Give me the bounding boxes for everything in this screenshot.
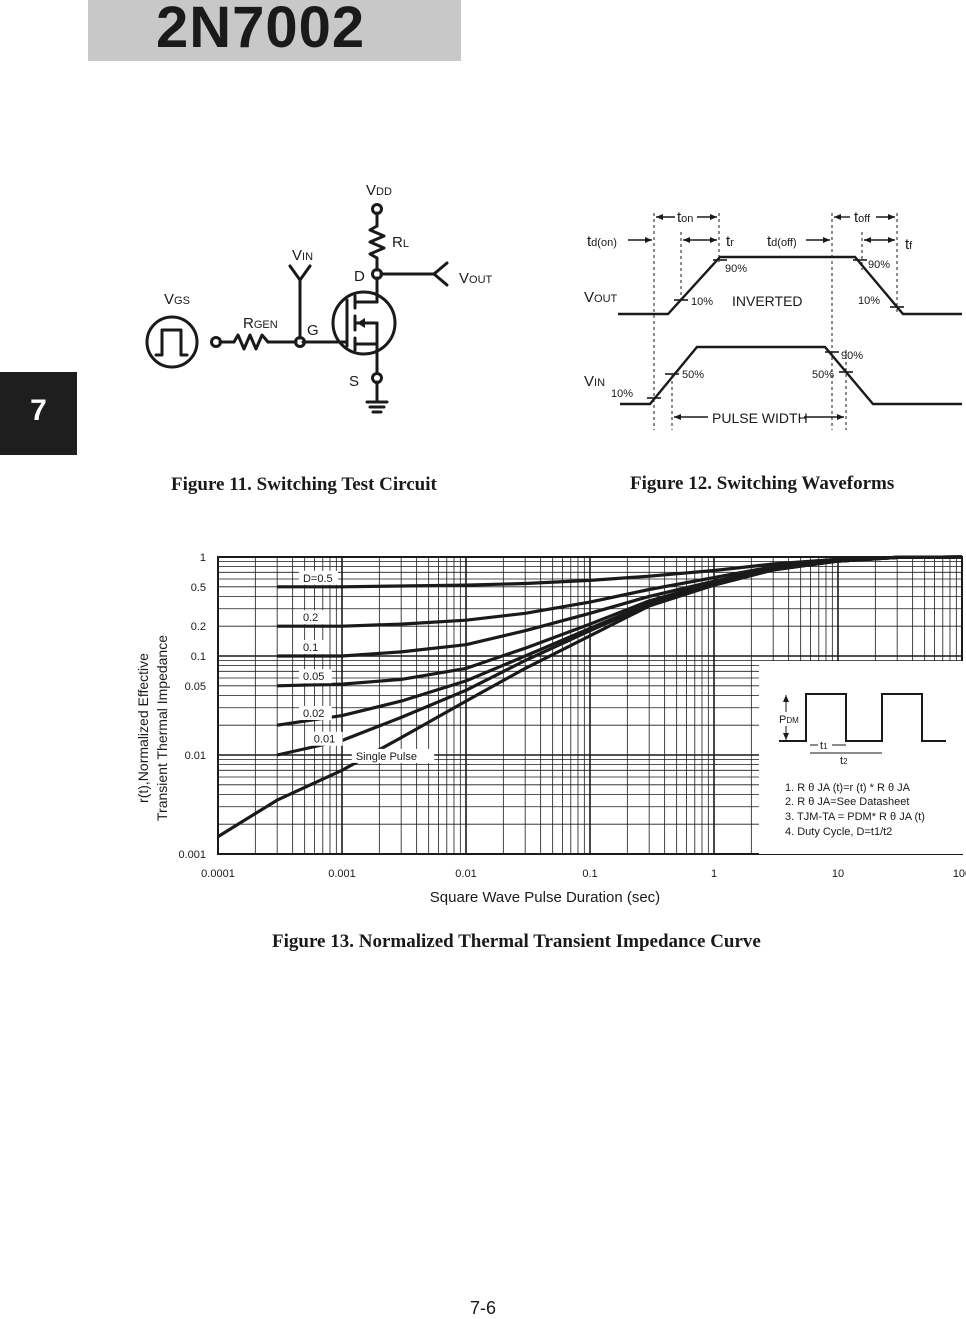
svg-text:10%: 10% [691,296,713,308]
x-tick-label: 0.001 [328,868,356,880]
svg-text:VOUT: VOUT [584,289,618,306]
svg-text:toff: toff [854,209,871,226]
figure-12-caption: Figure 12. Switching Waveforms [630,473,895,494]
inset-note: 3. TJM-TA = PDM* R θ JA (t) [785,811,925,823]
series-label-bg [298,705,332,720]
svg-text:90%: 90% [725,263,747,275]
series-label: 0.01 [314,734,335,746]
svg-text:t2: t2 [840,755,848,767]
x-tick-label: 0.1 [582,868,597,880]
pulse-source-symbol [145,315,199,369]
svg-text:ton: ton [677,209,693,226]
series-label: Single Pulse [356,751,417,763]
x-tick-label: 100 [953,868,966,880]
series-label: D=0.5 [303,573,333,585]
svg-text:tf: tf [905,236,913,253]
svg-text:td(off): td(off) [767,233,797,250]
page-number: 7-6 [469,1298,496,1318]
series-label-bg [309,731,343,746]
load-resistor [368,224,386,260]
inset-pulse-train [779,693,946,742]
svg-text:tr: tr [726,233,734,250]
x-tick-label: 10 [832,868,844,880]
svg-text:VIN: VIN [292,247,313,264]
svg-text:VOUT: VOUT [459,270,493,287]
series-label-bg [298,610,326,625]
svg-text:50%: 50% [812,369,834,381]
inset-note: 4. Duty Cycle, D=t1/t2 [785,826,892,838]
inset-note: 1. R θ JA (t)=r (t) * R θ JA [785,782,911,794]
series-label-bg [298,669,332,684]
series-label: 0.05 [303,671,324,683]
inset-note: 2. R θ JA=See Datasheet [785,796,909,808]
series-line [217,555,963,838]
mosfet-symbol [331,290,397,356]
y-axis-label-line-2: Transient Thermal Impedance [154,635,170,821]
series-label-bg [298,640,326,654]
svg-text:td(on): td(on) [587,233,617,250]
part-number-title: 2N7002 [156,0,366,60]
svg-text:50%: 50% [682,369,704,381]
svg-text:VGS: VGS [164,291,190,308]
y-axis-label-line-1: r(t),Normalized Effective [135,653,151,803]
svg-text:90%: 90% [868,259,890,271]
gate-label: G [307,322,319,339]
vout-waveform [618,255,962,316]
series-label: 0.1 [303,642,318,654]
series-line [277,555,963,658]
vin-waveform [620,345,962,406]
y-tick-label: 0.001 [178,849,206,861]
y-tick-label: 0.5 [191,582,206,594]
svg-text:10%: 10% [611,388,633,400]
pulse-width-label: PULSE WIDTH [712,410,808,426]
series-label-bg [351,748,435,763]
svg-text:RGEN: RGEN [243,315,278,332]
svg-text:10%: 10% [858,295,880,307]
x-tick-label: 0.0001 [201,868,235,880]
figure-11-caption: Figure 11. Switching Test Circuit [171,474,437,495]
svg-text:90%: 90% [841,350,863,362]
y-tick-label: 0.1 [191,651,206,663]
series-label: 0.2 [303,612,318,624]
inverted-label: INVERTED [732,293,803,309]
source-label: S [349,373,359,390]
drain-label: D [354,268,365,285]
x-tick-label: 0.01 [455,868,476,880]
y-tick-label: 0.01 [185,750,206,762]
section-tab: 7 [0,372,77,455]
svg-text:t1: t1 [820,740,828,752]
gen-resistor [232,333,270,351]
series-label: 0.02 [303,708,324,720]
svg-text:RL: RL [392,234,409,251]
x-tick-label: 1 [711,868,717,880]
series-label-bg [298,570,338,585]
y-tick-label: 0.05 [185,681,206,693]
part-number-banner: 2N7002 [88,0,461,61]
svg-text:PDM: PDM [779,714,799,726]
svg-text:VDD: VDD [366,182,392,199]
y-tick-label: 0.2 [191,621,206,633]
svg-text:VIN: VIN [584,373,605,390]
section-tab-label: 7 [30,394,47,427]
y-tick-label: 1 [200,552,206,564]
figure-13-caption: Figure 13. Normalized Thermal Transient … [272,931,761,952]
x-axis-label: Square Wave Pulse Duration (sec) [430,889,660,906]
